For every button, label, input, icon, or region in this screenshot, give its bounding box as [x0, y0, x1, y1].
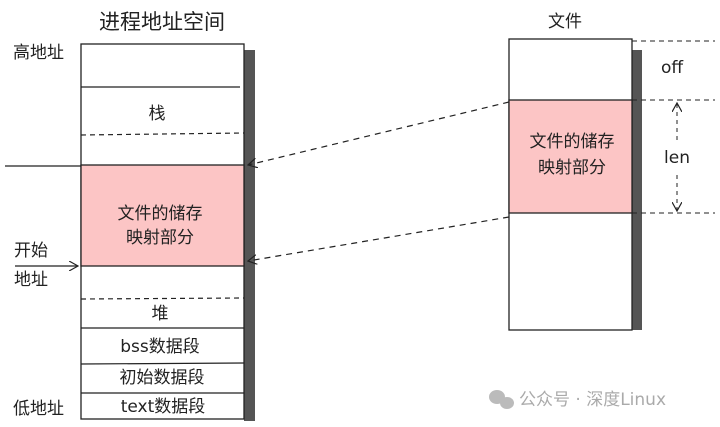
text-segment-label: text数据段	[120, 397, 206, 417]
file-mapping-label-1: 文件的储存	[529, 132, 615, 152]
mapping-arrow-bottom	[248, 216, 510, 261]
watermark: 公众号 · 深度Linux	[519, 390, 667, 410]
wechat-icon	[489, 390, 514, 409]
low-address-label: 低地址	[13, 399, 64, 419]
file-title: 文件	[548, 12, 582, 32]
start-address-label-1: 开始	[14, 241, 48, 261]
file-mapping-region	[508, 99, 633, 214]
off-label: off	[660, 58, 684, 78]
stack-label: 栈	[148, 104, 166, 124]
init-data-segment-label: 初始数据段	[119, 368, 205, 388]
mapping-arrow-top	[248, 101, 510, 165]
process-mapping-label-2: 映射部分	[126, 228, 194, 248]
stack-dashed-boundary	[80, 132, 245, 136]
process-space-title: 进程地址空间	[99, 10, 225, 34]
heap-dashed-boundary	[80, 297, 245, 300]
heap-label: 堆	[151, 304, 169, 324]
process-box-shadow	[244, 50, 255, 421]
file-mapping-label-2: 映射部分	[538, 158, 606, 178]
process-mapping-label-1: 文件的储存	[117, 204, 203, 224]
divider	[80, 362, 245, 365]
bss-segment-label: bss数据段	[120, 337, 200, 357]
high-address-label: 高地址	[13, 43, 64, 63]
len-label: len	[664, 148, 690, 168]
file-box-shadow	[632, 50, 642, 330]
start-address-label-2: 地址	[14, 270, 48, 290]
process-mapping-region	[80, 164, 245, 267]
